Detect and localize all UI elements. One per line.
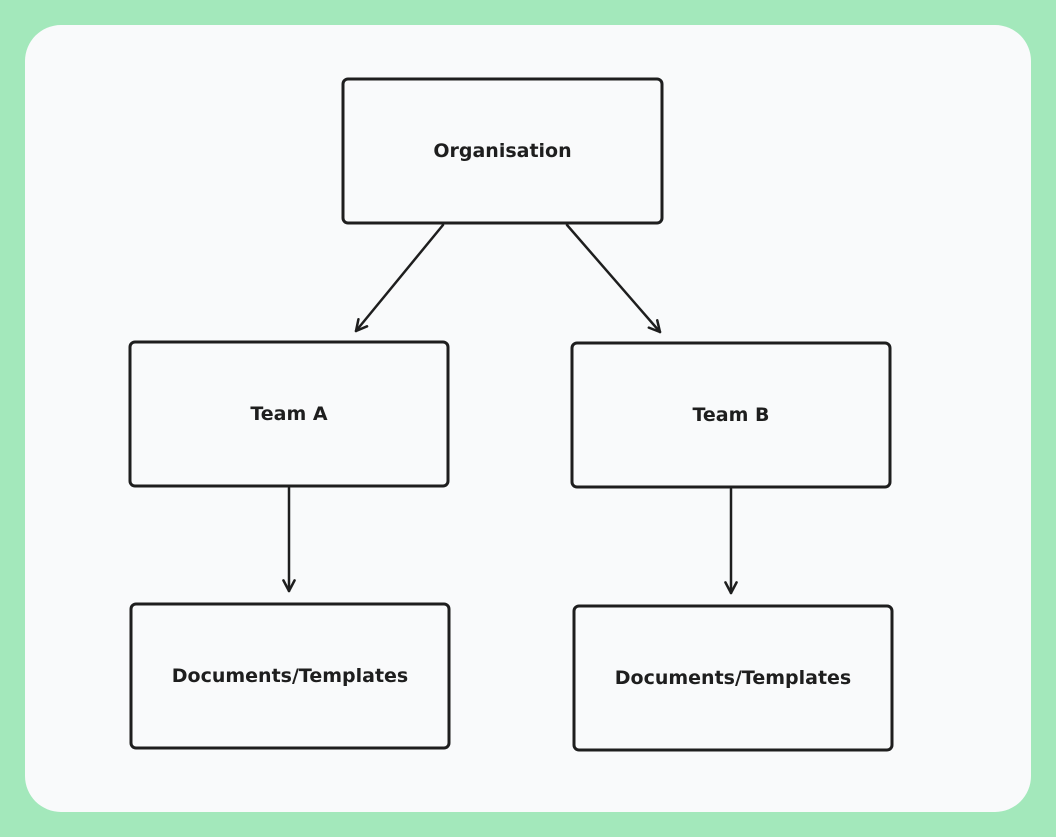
node-box: [128, 340, 450, 488]
node-box: [572, 604, 894, 752]
node-label: Organisation: [433, 140, 571, 162]
node-organisation: Organisation: [341, 77, 664, 225]
node-docs-b: Documents/Templates: [572, 604, 894, 752]
edge-line: [565, 223, 662, 334]
node-box: [570, 341, 892, 489]
node-box: [129, 602, 451, 750]
node-box: [341, 77, 664, 225]
node-docs-a: Documents/Templates: [129, 602, 451, 750]
arrowhead-icon: [724, 581, 738, 595]
edges: [282, 223, 738, 595]
edge-organisation-to-team-a: [354, 223, 445, 333]
edge-organisation-to-team-b: [565, 223, 662, 334]
node-team-a: Team A: [128, 340, 450, 488]
node-label: Team B: [692, 404, 769, 426]
arrowhead-icon: [647, 319, 662, 334]
edge-team-b-to-docs-b: [724, 487, 738, 595]
edge-team-a-to-docs-a: [282, 486, 296, 593]
node-team-b: Team B: [570, 341, 892, 489]
arrowhead-icon: [354, 317, 369, 333]
node-label: Team A: [250, 403, 328, 425]
edge-line: [354, 223, 445, 333]
node-label: Documents/Templates: [615, 667, 852, 689]
arrowhead-icon: [282, 579, 296, 593]
node-label: Documents/Templates: [172, 665, 409, 687]
